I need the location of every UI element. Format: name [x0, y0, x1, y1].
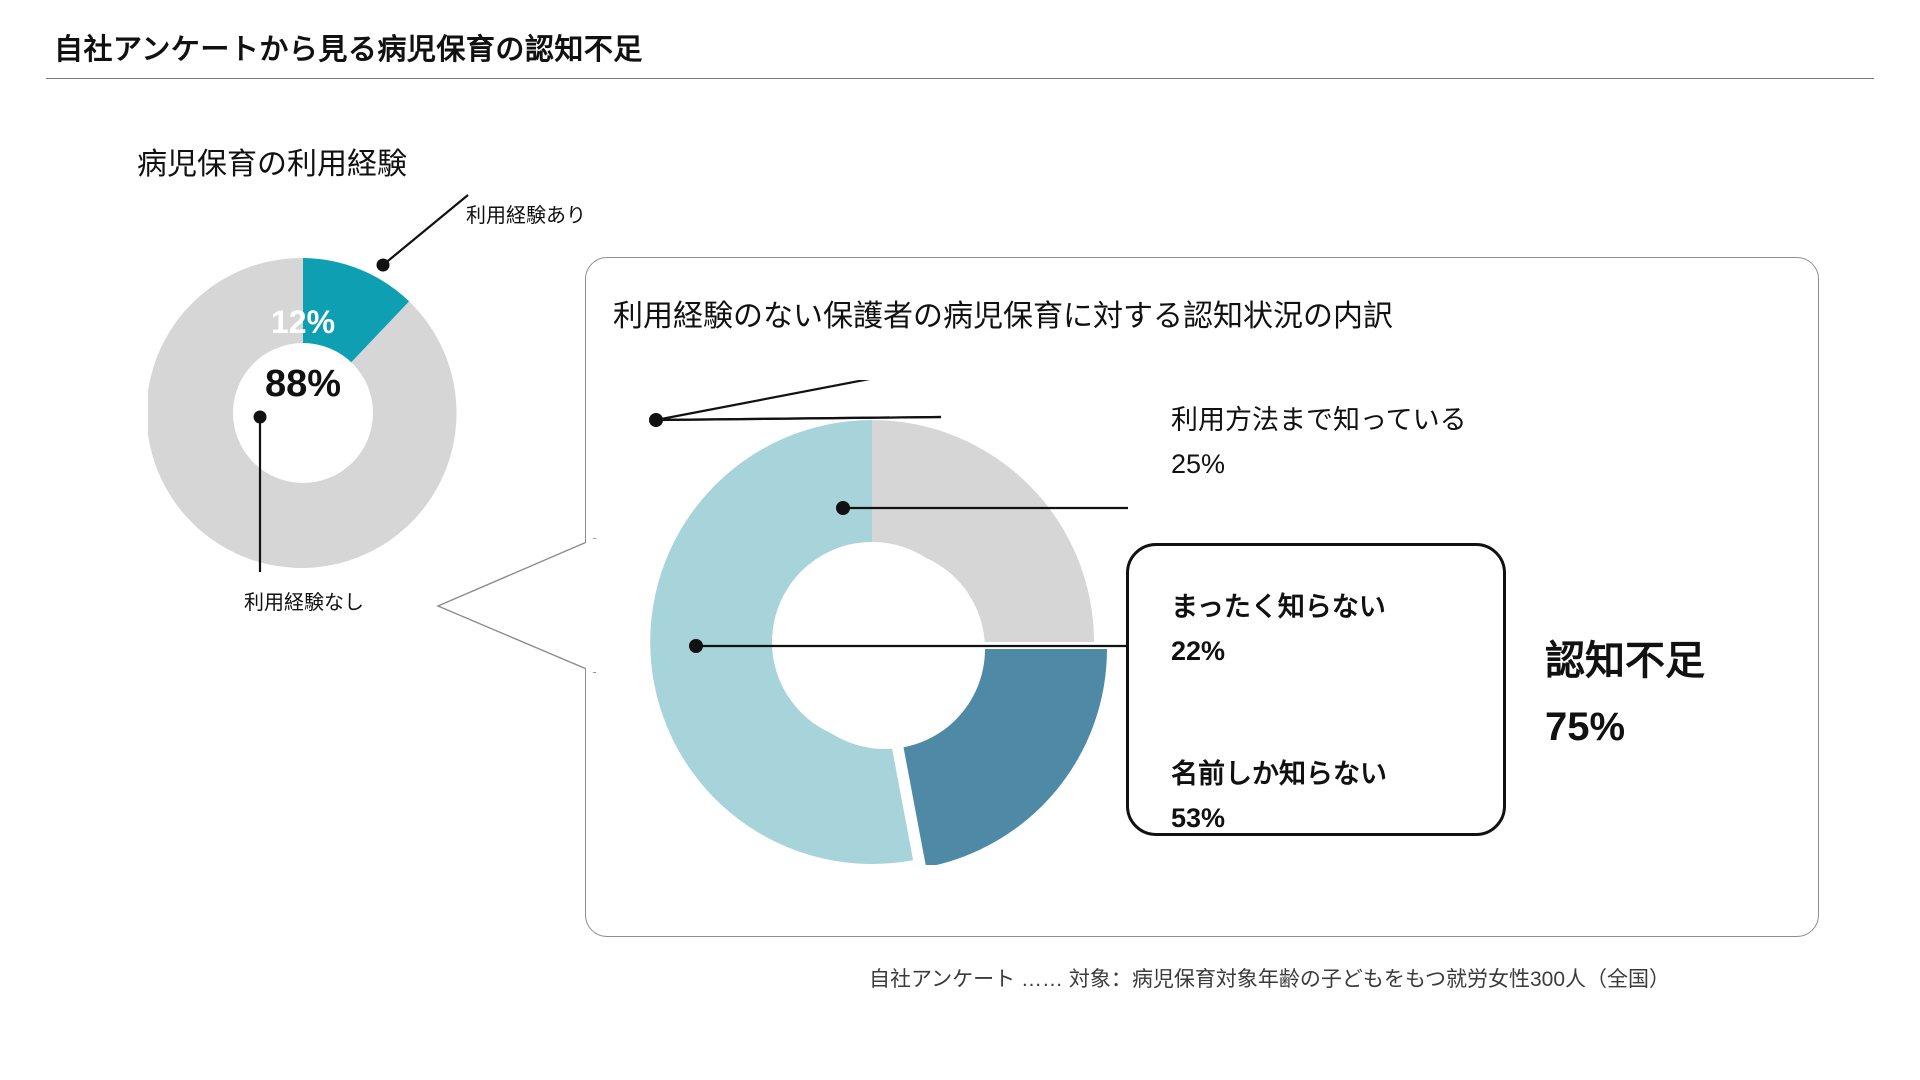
right-donut-hole-offset [785, 549, 985, 749]
callout-bubble-title: 利用経験のない保護者の病児保育に対する認知状況の内訳 [613, 300, 1393, 333]
callout-bubble-tail [436, 538, 596, 673]
left-slice-not-used-value: 88% [264, 363, 342, 405]
source-footnote: 自社アンケート …… 対象：病児保育対象年齢の子どもをもつ就労女性300人（全国… [869, 968, 1671, 991]
right-callout-know-label: 利用方法まで知っている [1171, 405, 1467, 435]
left-label-not-used: 利用経験なし [244, 592, 364, 614]
right-donut-svg [650, 420, 1107, 865]
left-donut-hole [233, 343, 373, 483]
highlight-card [1126, 543, 1506, 836]
right-callout-not-known-value: 22% [1171, 636, 1226, 666]
right-callout-not-known-label: まったく知らない [1171, 592, 1386, 622]
summary-value: 75% [1545, 705, 1626, 749]
leader-dot-name-only [689, 639, 703, 653]
summary-annotation: 認知不足 75% [1545, 628, 1705, 760]
right-callout-not-known: まったく知らない 22% [1171, 585, 1386, 673]
right-leader-lines [649, 413, 1128, 653]
summary-headline: 認知不足 [1545, 639, 1705, 683]
right-callout-name-only-value: 53% [1171, 803, 1226, 833]
title-divider [46, 78, 1874, 79]
left-donut-svg [148, 258, 457, 568]
right-callout-know: 利用方法まで知っている 25% [1171, 398, 1467, 486]
leader-dot-not-known [836, 501, 850, 515]
right-callout-know-value: 25% [1171, 449, 1226, 479]
page-title: 自社アンケートから見る病児保育の認知不足 [54, 34, 643, 66]
left-leader-lines [253, 194, 469, 572]
leader-line-used [382, 194, 469, 266]
left-chart-title: 病児保育の利用経験 [137, 148, 407, 181]
leader-dot-used [376, 258, 390, 272]
right-donut-chart [650, 420, 1115, 865]
right-callout-name-only-label: 名前しか知らない [1171, 759, 1387, 789]
leader-dot-not-used [253, 410, 267, 424]
right-callout-name-only: 名前しか知らない 53% [1171, 752, 1387, 840]
left-label-used: 利用経験あり [466, 205, 586, 227]
right-leader-know-diagonal [655, 380, 871, 422]
left-slice-used-value: 12% [270, 304, 336, 340]
left-donut-chart: 12% 88% [148, 258, 458, 568]
